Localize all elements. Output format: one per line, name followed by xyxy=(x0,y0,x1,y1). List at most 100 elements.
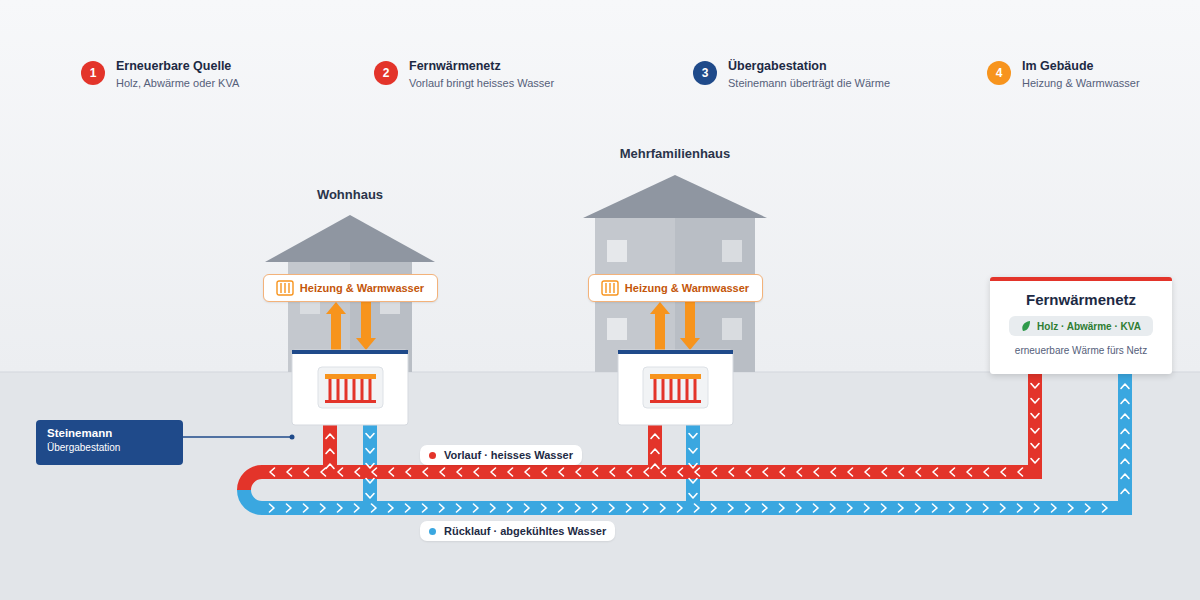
legend-step: 1 Erneuerbare QuelleHolz, Abwärme oder KV… xyxy=(81,58,239,91)
flow-chevron xyxy=(678,504,683,512)
flow-chevron xyxy=(576,504,581,512)
flow-chevron xyxy=(366,434,374,439)
callout-number: 2 xyxy=(374,61,398,85)
flow-chevron xyxy=(695,468,700,476)
flow-chevron xyxy=(406,468,411,476)
flow-chevron xyxy=(780,468,785,476)
flow-chevron xyxy=(372,504,377,512)
flow-chevron xyxy=(1121,384,1129,389)
flow-chevron xyxy=(678,468,683,476)
step-text: Erneuerbare QuelleHolz, Abwärme oder KVA xyxy=(116,58,239,91)
flow-chevron xyxy=(797,468,802,476)
heating-box: Heizung & Warmwasser xyxy=(263,274,438,302)
flow-chevron xyxy=(406,504,411,512)
flow-chevron xyxy=(831,504,836,512)
flow-chevron xyxy=(1121,444,1129,449)
flow-chevron xyxy=(321,468,326,476)
flow-chevron xyxy=(1121,399,1129,404)
flow-chevron xyxy=(933,504,938,512)
flow-chevron xyxy=(559,504,564,512)
flow-chevron xyxy=(916,504,921,512)
flow-chevron xyxy=(950,504,955,512)
flow-chevron xyxy=(457,504,462,512)
flow-chevron xyxy=(627,468,632,476)
flow-chevron xyxy=(1001,468,1006,476)
flow-chevron xyxy=(440,468,445,476)
flow-chevron xyxy=(1086,504,1091,512)
flow-chevron xyxy=(1018,468,1023,476)
building-circuit-arrows xyxy=(326,302,700,350)
flow-chevron xyxy=(508,504,513,512)
legend-step: 3ÜbergabestationSteinemann überträgt die… xyxy=(693,58,890,91)
flow-chevron xyxy=(695,504,700,512)
flow-chevron xyxy=(882,468,887,476)
flow-chevron xyxy=(1035,504,1040,512)
flow-chevron xyxy=(389,504,394,512)
flow-chevron xyxy=(865,468,870,476)
step-title: Im Gebäude xyxy=(1022,58,1140,74)
flow-chevron xyxy=(287,504,292,512)
flow-chevron xyxy=(440,504,445,512)
flow-chevron xyxy=(689,449,697,454)
flow-chevron xyxy=(491,504,496,512)
heating-label: Heizung & Warmwasser xyxy=(625,282,749,294)
step-subtitle: Holz, Abwärme oder KVA xyxy=(116,75,239,91)
step-subtitle: Vorlauf bringt heisses Wasser xyxy=(409,75,554,91)
flow-chevron xyxy=(814,468,819,476)
flow-chevron xyxy=(899,468,904,476)
flow-chevron xyxy=(831,468,836,476)
callout-title: Steinemann xyxy=(47,427,172,439)
radiator-icon xyxy=(276,280,294,296)
flow-chevron xyxy=(984,468,989,476)
flow-chevron xyxy=(326,449,334,454)
flow-chevron xyxy=(712,504,717,512)
step-title: Erneuerbare Quelle xyxy=(116,58,239,74)
flow-chevron xyxy=(689,494,697,499)
house-large xyxy=(583,175,767,372)
flow-chevron xyxy=(355,468,360,476)
callout-number: 1 xyxy=(81,61,105,85)
step-text: ÜbergabestationSteinemann überträgt die … xyxy=(728,58,890,91)
flow-chevron xyxy=(967,468,972,476)
flow-chevron xyxy=(525,504,530,512)
flow-chevron xyxy=(729,468,734,476)
step-text: FernwärmenetzVorlauf bringt heisses Wass… xyxy=(409,58,554,91)
flow-chevron xyxy=(326,464,334,469)
flow-chevron xyxy=(423,468,428,476)
substation-wohnhaus xyxy=(292,350,408,425)
flow-chevron xyxy=(899,504,904,512)
flow-chevron xyxy=(882,504,887,512)
flow-chevron xyxy=(576,468,581,476)
house: Wohnhaus Heizung & Warmwasser xyxy=(265,187,435,305)
flow-chevron xyxy=(508,468,513,476)
leader-line xyxy=(181,436,292,438)
flow-chevron xyxy=(661,504,666,512)
flow-chevron xyxy=(326,434,334,439)
flow-chevron xyxy=(338,468,343,476)
flow-chevron xyxy=(848,468,853,476)
flow-chevron xyxy=(1031,399,1039,404)
flow-chevron xyxy=(389,468,394,476)
legend-label: Rücklauf · abgekühltes Wasser xyxy=(444,525,606,537)
flow-chevron xyxy=(950,468,955,476)
flow-chevron xyxy=(763,468,768,476)
box-title: Fernwärmenetz xyxy=(1026,291,1136,308)
flow-chevron xyxy=(423,504,428,512)
substation-mehrfamilienhaus xyxy=(618,350,733,425)
flow-chevron xyxy=(763,504,768,512)
flow-chevron xyxy=(474,468,479,476)
heating-box: Heizung & Warmwasser xyxy=(588,274,763,302)
flow-chevron xyxy=(1069,504,1074,512)
flow-chevron xyxy=(1031,384,1039,389)
flow-chevron xyxy=(661,468,666,476)
flow-chevron xyxy=(1018,504,1023,512)
flow-chevron xyxy=(366,479,374,484)
step-subtitle: Heizung & Warmwasser xyxy=(1022,75,1140,91)
flow-chevron xyxy=(689,434,697,439)
flow-chevron xyxy=(644,504,649,512)
legend-step: 4Im GebäudeHeizung & Warmwasser xyxy=(987,58,1140,91)
flow-chevron xyxy=(270,468,275,476)
legend-entry: Rücklauf · abgekühltes Wasser xyxy=(420,521,615,541)
leaf-icon xyxy=(1021,320,1031,332)
